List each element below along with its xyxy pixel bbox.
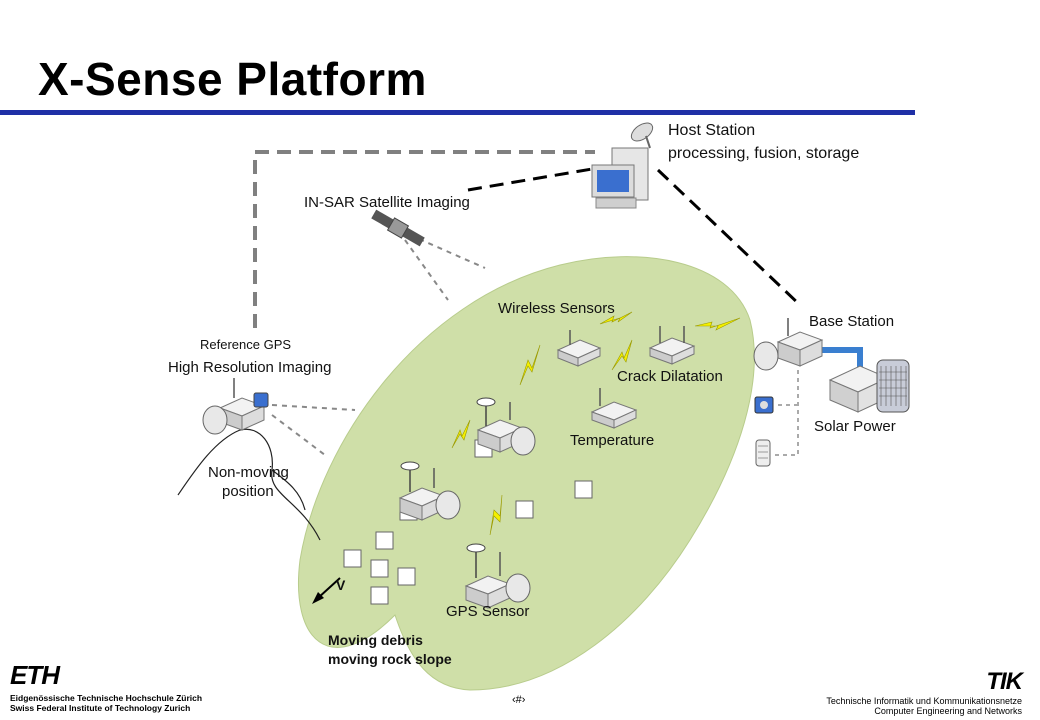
high-resolution-imaging-station	[202, 378, 269, 435]
base-station-icon	[753, 318, 824, 371]
moving-rock-slope-label: moving rock slope	[328, 651, 452, 667]
solar-power-icon	[828, 359, 910, 413]
tik-footer: TIK Technische Informatik und Kommunikat…	[826, 668, 1023, 716]
wireless-links	[451, 311, 741, 536]
solar-power-label: Solar Power	[814, 418, 896, 435]
gps-station-1	[476, 397, 536, 456]
slide-number: ‹#›	[512, 694, 526, 706]
tik-name-english: Computer Engineering and Networks	[874, 706, 1022, 716]
eth-name-german: Eidgenössische Technische Hochschule Zür…	[10, 693, 203, 703]
moving-debris-label: Moving debris	[328, 632, 423, 648]
tik-logo: TIK	[986, 668, 1023, 695]
page-title: X-Sense Platform	[38, 53, 427, 105]
power-cable	[822, 347, 863, 372]
terrain-curves	[177, 428, 321, 541]
peripheral-wiring	[775, 370, 799, 456]
base-station-label: Base Station	[809, 313, 895, 330]
crack-dilatation-label: Crack Dilatation	[617, 368, 723, 385]
satellite-icon	[371, 209, 425, 247]
title-underline	[0, 110, 915, 115]
non-moving-label: Non-moving	[208, 464, 289, 481]
host-station-icon	[591, 122, 654, 209]
insar-label: IN-SAR Satellite Imaging	[304, 194, 470, 211]
eth-name-english: Swiss Federal Institute of Technology Zu…	[10, 703, 191, 713]
high-resolution-imaging-label: High Resolution Imaging	[168, 359, 332, 376]
host-station-sublabel: processing, fusion, storage	[668, 145, 860, 162]
velocity-arrow	[312, 577, 341, 604]
gps-station-2	[398, 461, 461, 521]
wireless-sensor-node-2	[648, 326, 696, 365]
gps-station-3	[464, 543, 531, 609]
moving-slope-area	[298, 256, 755, 691]
wireless-sensors-label: Wireless Sensors	[498, 300, 615, 317]
thermometer-icon	[755, 439, 771, 467]
temperature-sensor-node	[590, 388, 638, 429]
non-moving-sublabel: position	[222, 483, 274, 500]
reference-gps-label: Reference GPS	[200, 337, 292, 352]
gps-sensor-label: GPS Sensor	[446, 603, 530, 620]
eth-footer: ETH Eidgenössische Technische Hochschule…	[10, 660, 202, 713]
host-station-label: Host Station	[668, 122, 756, 139]
temperature-label: Temperature	[570, 432, 655, 449]
wireless-sensor-node-1	[556, 330, 602, 367]
tik-name-german: Technische Informatik und Kommunikations…	[826, 696, 1022, 706]
velocity-label: V	[336, 577, 346, 593]
camera-icon	[754, 396, 774, 414]
eth-logo: ETH	[10, 660, 60, 690]
